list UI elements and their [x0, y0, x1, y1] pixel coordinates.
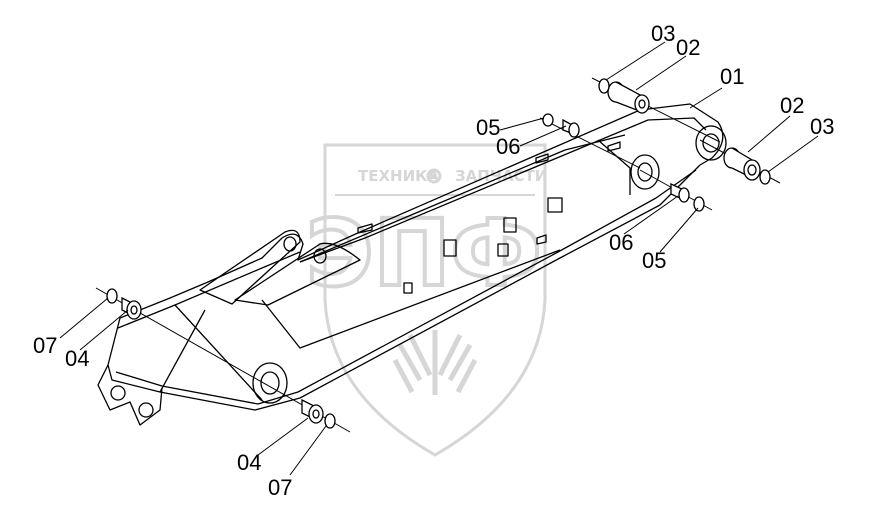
mount-block-6	[357, 223, 373, 234]
part-02-bushing-right	[723, 147, 761, 181]
boom-foot-bracket	[97, 364, 163, 426]
label-03-top: 03	[651, 21, 675, 46]
boom-web-line-2	[299, 134, 631, 263]
mount-block-9	[536, 234, 547, 245]
mid-pin-bore	[637, 162, 653, 182]
mount-block-3	[497, 243, 509, 257]
part-05-seal-upper	[542, 113, 554, 127]
watermark-wheat	[392, 330, 478, 395]
mount-block-2	[503, 217, 517, 233]
watermark-text-right: ЗАПЧАСТИ	[455, 167, 547, 185]
mid-pin-boss	[630, 154, 660, 190]
part-06-bushing-right	[670, 182, 690, 203]
boom-bottom-flange	[107, 164, 701, 411]
label-06-right: 06	[609, 230, 633, 255]
label-07-left: 07	[33, 333, 57, 358]
foot-pin-bore	[260, 371, 280, 395]
mount-block-4	[403, 282, 413, 294]
cylinder-lug-hole-1	[283, 236, 297, 252]
foot-pin-hole-1	[110, 385, 126, 401]
top-pin-bore	[702, 133, 720, 153]
part-02-bushing-upper	[607, 81, 650, 114]
mount-block-5	[547, 197, 563, 213]
label-02-top: 02	[676, 35, 700, 60]
leader-lines	[59, 41, 819, 476]
foot-pin-boss	[252, 362, 288, 404]
cylinder-lug-hole-2	[313, 248, 327, 264]
part-04-bushing-upper	[121, 296, 142, 320]
boom-top-flange	[107, 103, 724, 366]
boom-bottom-flange-inner	[115, 169, 697, 405]
part-07-seal-lower	[324, 413, 336, 429]
mount-block-7	[535, 153, 549, 164]
label-04-left: 04	[65, 346, 89, 371]
label-05-top: 05	[476, 115, 500, 140]
mount-block-8	[607, 141, 621, 152]
boom-web-line	[159, 249, 561, 401]
part-03-seal-upper	[598, 78, 610, 94]
label-04-bottom: 04	[237, 450, 261, 475]
boom-arm	[97, 103, 727, 426]
part-07-seal-upper	[106, 288, 118, 304]
cylinder-lug-1	[199, 229, 301, 305]
label-03-right: 03	[810, 114, 834, 139]
parts	[106, 78, 771, 429]
cylinder-lug-2	[234, 242, 361, 306]
part-03-seal-right	[759, 169, 771, 185]
part-06-bushing-upper	[562, 118, 580, 138]
watermark-logo: ЭПФ	[306, 200, 542, 307]
part-04-bushing-lower	[301, 398, 324, 424]
watermark-text-left: ТЕХНИКА	[358, 167, 439, 185]
watermark	[323, 143, 547, 457]
label-05-right: 05	[642, 248, 666, 273]
label-01: 01	[720, 64, 744, 89]
top-pin-boss	[695, 125, 727, 161]
gear-icon	[426, 168, 442, 184]
label-02-right: 02	[780, 93, 804, 118]
watermark-shield	[323, 143, 547, 457]
mount-block-1	[443, 239, 457, 257]
label-06-top: 06	[496, 134, 520, 159]
label-07-bottom: 07	[268, 475, 292, 500]
foot-pin-hole-2	[138, 402, 154, 418]
part-05-seal-right	[693, 196, 705, 212]
